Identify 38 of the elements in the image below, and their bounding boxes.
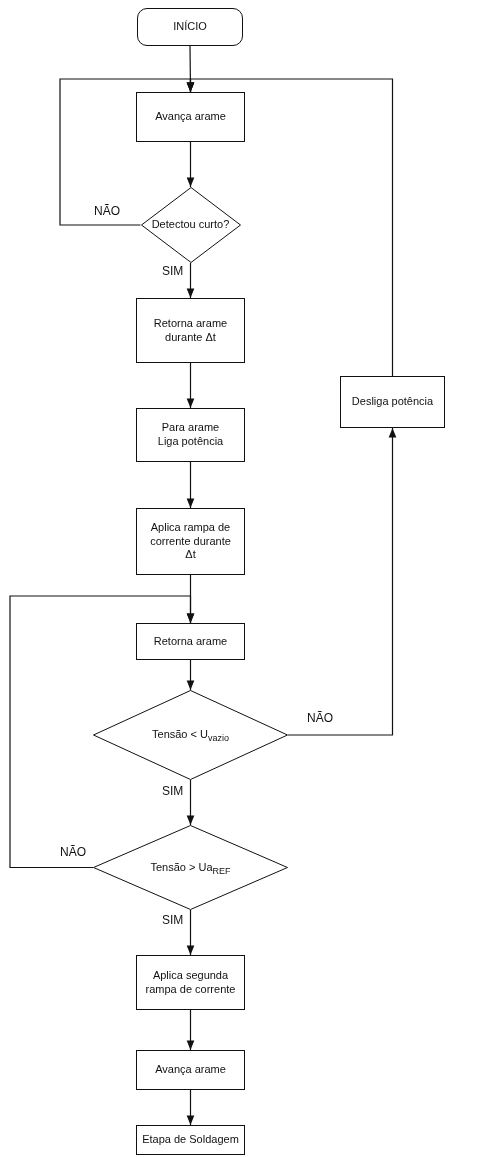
decision-diamond <box>93 825 288 910</box>
arrow <box>186 1009 195 1051</box>
terminal-box <box>137 8 243 46</box>
arrow <box>186 1089 195 1126</box>
process-box <box>136 623 245 660</box>
node-label: Avança arame <box>155 110 226 124</box>
process-box <box>136 508 245 575</box>
process-box <box>136 92 245 142</box>
decision-diamond <box>93 690 288 780</box>
arrow <box>9 595 195 869</box>
process-box <box>136 955 245 1010</box>
node-label: Etapa de Soldagem <box>142 1133 239 1147</box>
node-label: Tensão < U$_{vazio}$ <box>152 728 229 742</box>
arrow <box>186 78 394 377</box>
process-box <box>136 408 245 462</box>
node-label: INÍCIO <box>173 20 207 34</box>
arrow <box>186 659 195 691</box>
decision-diamond <box>140 187 241 263</box>
node-label: Retorna arame <box>153 634 228 649</box>
node-label: Detectou curto? <box>151 218 230 232</box>
arrow <box>186 262 195 299</box>
node-label: Retorna arame durante Δt <box>152 316 229 345</box>
process-box <box>340 376 445 428</box>
process-box <box>136 1125 245 1155</box>
node-label: Aplica segunda rampa de corrente <box>144 968 237 997</box>
node-label: Tensão > Ua$_{REF}$ <box>150 860 231 875</box>
node-label: Desliga potência <box>351 395 434 409</box>
arrow <box>186 362 195 409</box>
arrow <box>186 461 195 509</box>
arrow <box>186 779 195 826</box>
node-label: Aplica rampa de corrente durante Δt <box>149 520 232 563</box>
node-label: Avança arame <box>155 1063 226 1077</box>
node-label: Para arame Liga potência <box>156 421 225 449</box>
arrow <box>186 141 195 188</box>
process-box <box>136 1050 245 1090</box>
arrow <box>186 909 195 956</box>
arrow <box>287 427 397 736</box>
process-box <box>136 298 245 363</box>
